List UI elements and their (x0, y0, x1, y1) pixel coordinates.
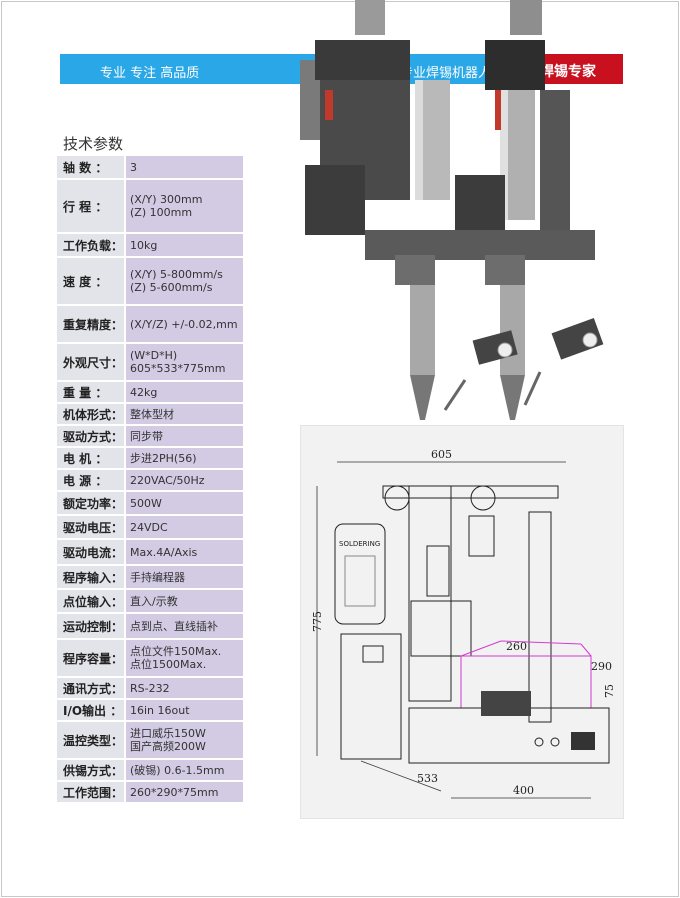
spec-row: 点位输入：直入/示教 (57, 590, 243, 612)
spec-value: (破锡) 0.6-1.5mm (126, 760, 243, 780)
spec-label: 机体形式： (57, 404, 124, 424)
spec-value: RS-232 (126, 678, 243, 698)
spec-label: 工作负载： (57, 234, 124, 256)
spec-value: 3 (126, 156, 243, 178)
slogan-text: 专业 专注 高品质 (100, 66, 200, 81)
spec-label: I/O输出 ： (57, 700, 124, 720)
dim-height: 775 (311, 611, 324, 632)
spec-label: 温控类型： (57, 722, 124, 758)
spec-row: 速 度 ：(X/Y) 5-800mm/s(Z) 5-600mm/s (57, 258, 243, 304)
spec-label: 驱动电流： (57, 540, 124, 564)
dimension-drawing: 605 775 400 533 260 290 75 SOLDE (300, 425, 624, 819)
spec-row: 工作范围：260*290*75mm (57, 782, 243, 802)
spec-row: I/O输出 ：16in 16out (57, 700, 243, 720)
spec-label: 电 源 ： (57, 470, 124, 490)
spec-label: 重 量 ： (57, 382, 124, 402)
spec-row: 电 机 ：步进2PH(56) (57, 448, 243, 468)
spec-value: 16in 16out (126, 700, 243, 720)
spec-value: (X/Y) 300mm(Z) 100mm (126, 180, 243, 232)
spec-label: 工作范围： (57, 782, 124, 802)
spec-value: 点到点、直线插补 (126, 614, 243, 638)
spec-label: 行 程 ： (57, 180, 124, 232)
spec-row: 运动控制：点到点、直线插补 (57, 614, 243, 638)
soldering-head-photo (300, 0, 604, 420)
spec-row: 重 量 ：42kg (57, 382, 243, 402)
dim-depth: 533 (417, 772, 438, 785)
spec-label: 供锡方式： (57, 760, 124, 780)
spec-row: 工作负载：10kg (57, 234, 243, 256)
spec-label: 驱动电压： (57, 516, 124, 538)
spec-value: (X/Y/Z) +/-0.02,mm (126, 306, 243, 342)
spec-value: 10kg (126, 234, 243, 256)
spec-label: 驱动方式： (57, 426, 124, 446)
spec-value: 直入/示教 (126, 590, 243, 612)
spec-value: Max.4A/Axis (126, 540, 243, 564)
spec-row: 程序容量：点位文件150Max.点位1500Max. (57, 640, 243, 676)
dim-base: 400 (513, 784, 534, 797)
spec-row: 供锡方式：(破锡) 0.6-1.5mm (57, 760, 243, 780)
spec-label: 外观尺寸： (57, 344, 124, 380)
brand-badge-text: 焊锡专家 (540, 64, 596, 80)
spec-label: 运动控制： (57, 614, 124, 638)
spec-value: 手持编程器 (126, 566, 243, 588)
spec-value: 点位文件150Max.点位1500Max. (126, 640, 243, 676)
spec-section-title: 技术参数 (63, 135, 124, 153)
spec-row: 重复精度：(X/Y/Z) +/-0.02,mm (57, 306, 243, 342)
spec-value: 整体型材 (126, 404, 243, 424)
spec-value: 260*290*75mm (126, 782, 243, 802)
spec-value: 同步带 (126, 426, 243, 446)
spec-label: 点位输入： (57, 590, 124, 612)
spec-label: 额定功率： (57, 492, 124, 514)
spec-row: 通讯方式：RS-232 (57, 678, 243, 698)
spec-row: 驱动方式：同步带 (57, 426, 243, 446)
spec-row: 行 程 ：(X/Y) 300mm(Z) 100mm (57, 180, 243, 232)
spec-label: 轴 数 ： (57, 156, 124, 178)
spec-row: 机体形式：整体型材 (57, 404, 243, 424)
spec-label: 重复精度： (57, 306, 124, 342)
dim-work-z: 75 (603, 684, 616, 698)
robot-line-drawing: 605 775 400 533 260 290 75 SOLDE (311, 448, 616, 799)
dim-work-x: 260 (506, 640, 527, 653)
pendant-label: SOLDERING (339, 540, 380, 548)
spec-value: 24VDC (126, 516, 243, 538)
spec-row: 程序输入：手持编程器 (57, 566, 243, 588)
spec-value: 220VAC/50Hz (126, 470, 243, 490)
spec-label: 通讯方式： (57, 678, 124, 698)
spec-value: (W*D*H)605*533*775mm (126, 344, 243, 380)
dim-work-y: 290 (591, 660, 612, 673)
spec-value: 42kg (126, 382, 243, 402)
spec-row: 外观尺寸：(W*D*H)605*533*775mm (57, 344, 243, 380)
spec-row: 轴 数 ：3 (57, 156, 243, 178)
spec-row: 驱动电流：Max.4A/Axis (57, 540, 243, 564)
spec-value: (X/Y) 5-800mm/s(Z) 5-600mm/s (126, 258, 243, 304)
dim-width: 605 (431, 448, 452, 461)
spec-row: 驱动电压：24VDC (57, 516, 243, 538)
spec-label: 程序容量： (57, 640, 124, 676)
spec-row: 额定功率：500W (57, 492, 243, 514)
spec-row: 电 源 ：220VAC/50Hz (57, 470, 243, 490)
spec-label: 速 度 ： (57, 258, 124, 304)
spec-label: 电 机 ： (57, 448, 124, 468)
spec-value: 500W (126, 492, 243, 514)
spec-label: 程序输入： (57, 566, 124, 588)
spec-value: 步进2PH(56) (126, 448, 243, 468)
